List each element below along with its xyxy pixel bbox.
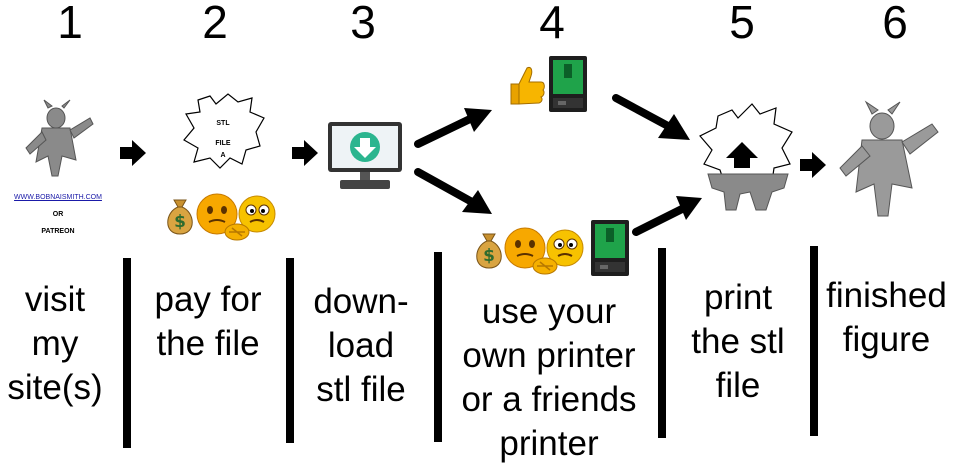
handshake-icon	[532, 257, 558, 275]
separator-bar	[658, 248, 666, 438]
print-progress-icon	[699, 103, 793, 211]
arrow-icon	[414, 108, 492, 148]
site-link[interactable]: WWW.BOBNAISMITH.COM	[14, 194, 102, 201]
stl-label-2: FILE	[215, 140, 231, 147]
step-number-1: 1	[57, 0, 83, 48]
separator-bar	[286, 258, 294, 443]
step-number-4: 4	[539, 0, 565, 48]
step-number-5: 5	[729, 0, 755, 48]
arrow-icon	[292, 140, 318, 166]
monitor-download-icon	[328, 122, 402, 189]
site-or: OR	[52, 211, 64, 218]
handshake-icon	[224, 223, 250, 241]
arrow-icon	[612, 94, 690, 140]
separator-bar	[123, 258, 131, 448]
site-patreon: PATREON	[41, 228, 75, 235]
money-bag-icon: $	[167, 199, 193, 235]
thumbs-up-icon	[510, 67, 545, 105]
emoji-face-icon	[238, 195, 276, 233]
arrow-icon	[120, 140, 146, 166]
emoji-face-icon	[504, 227, 546, 269]
emoji-face-icon	[196, 193, 238, 235]
svg-text:$: $	[483, 246, 495, 266]
separator-bar	[434, 252, 442, 442]
stl-label-1: STL	[216, 120, 230, 127]
figure-icon	[25, 99, 94, 177]
emoji-face-icon	[546, 229, 584, 267]
step-number-2: 2	[202, 0, 228, 48]
arrow-icon	[800, 152, 826, 178]
step-number-3: 3	[350, 0, 376, 48]
3d-printer-icon	[549, 56, 587, 112]
arrow-icon	[414, 168, 492, 214]
figure-icon	[839, 100, 939, 217]
money-bag-icon: $	[476, 233, 502, 269]
step-number-6: 6	[882, 0, 908, 48]
separator-bar	[810, 246, 818, 436]
stl-label-3: A	[220, 152, 226, 159]
3d-printer-icon	[591, 220, 629, 276]
arrow-icon	[632, 196, 702, 236]
svg-text:$: $	[174, 212, 186, 232]
stl-shape-icon	[183, 93, 265, 169]
